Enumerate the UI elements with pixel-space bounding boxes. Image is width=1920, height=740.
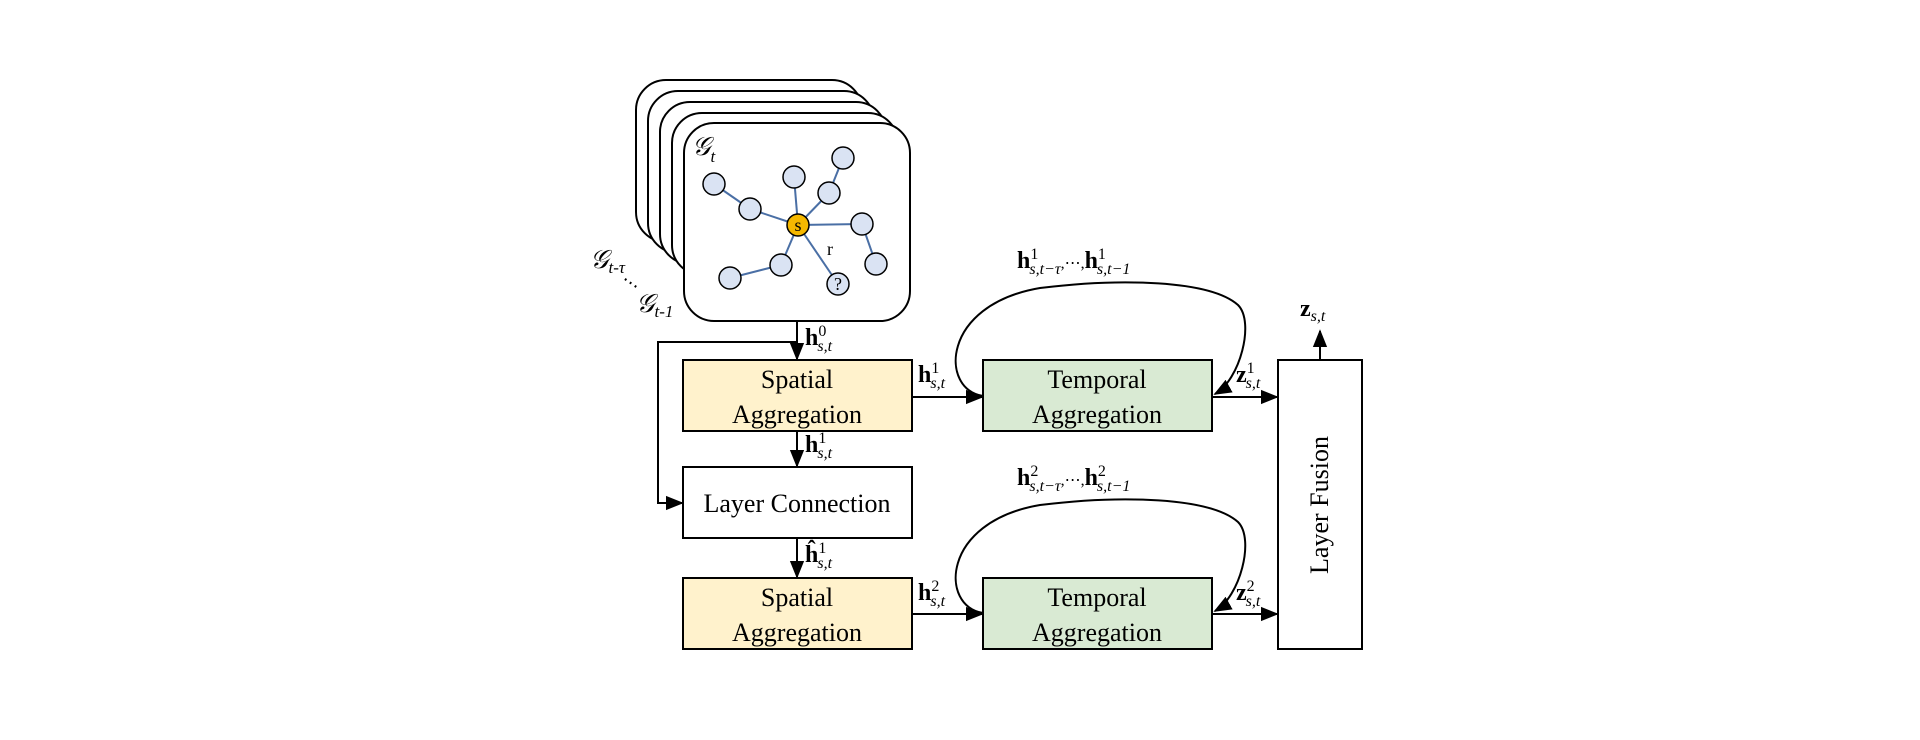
graph-node bbox=[850, 212, 874, 236]
graph-nodes bbox=[702, 146, 888, 296]
graph-node bbox=[769, 253, 793, 277]
layer-fusion-label: Layer Fusion bbox=[1305, 436, 1334, 574]
graph-node bbox=[864, 252, 888, 276]
temporal-aggregation-block-1 bbox=[982, 359, 1213, 432]
temporal-aggregation-2-line2: Aggregation bbox=[1032, 618, 1162, 647]
spatial-aggregation-2-line1: Spatial bbox=[761, 583, 833, 612]
label-z-output: zs,t bbox=[1300, 296, 1326, 325]
spatial-aggregation-block-1 bbox=[682, 359, 913, 432]
relation-label: r bbox=[827, 239, 833, 259]
graph-snapshot-stack bbox=[635, 79, 911, 322]
query-node-label: ? bbox=[834, 274, 842, 294]
layer-connection-label: Layer Connection bbox=[704, 489, 891, 518]
snapshot-label-t: 𝒢t bbox=[692, 132, 717, 166]
temporal-aggregation-1-line1: Temporal bbox=[1047, 365, 1146, 394]
graph-node bbox=[817, 181, 841, 205]
query-node bbox=[826, 272, 850, 296]
spatial-aggregation-block-2 bbox=[682, 577, 913, 650]
spatial-aggregation-1-line1: Spatial bbox=[761, 365, 833, 394]
center-node-label: s bbox=[794, 215, 801, 235]
spatial-aggregation-2-line2: Aggregation bbox=[732, 618, 862, 647]
center-node bbox=[786, 213, 810, 237]
graph-node bbox=[718, 266, 742, 290]
connector-arrows bbox=[657, 281, 1328, 622]
graph-node bbox=[738, 197, 762, 221]
snapshot-label-t-1: 𝒢t-1 bbox=[636, 289, 673, 321]
spatial-aggregation-1-line2: Aggregation bbox=[732, 400, 862, 429]
history-loop-1 bbox=[954, 281, 1247, 397]
history-loop-2 bbox=[954, 498, 1247, 614]
graph-node bbox=[831, 146, 855, 170]
graph-node bbox=[782, 165, 806, 189]
snapshot-label-t-tau: 𝒢t-τ bbox=[590, 245, 626, 277]
temporal-aggregation-2-line1: Temporal bbox=[1047, 583, 1146, 612]
graph-node bbox=[702, 172, 726, 196]
layer-fusion-block bbox=[1277, 359, 1363, 650]
temporal-aggregation-1-line2: Aggregation bbox=[1032, 400, 1162, 429]
arrow-skip-to-layer-connection bbox=[657, 341, 797, 511]
